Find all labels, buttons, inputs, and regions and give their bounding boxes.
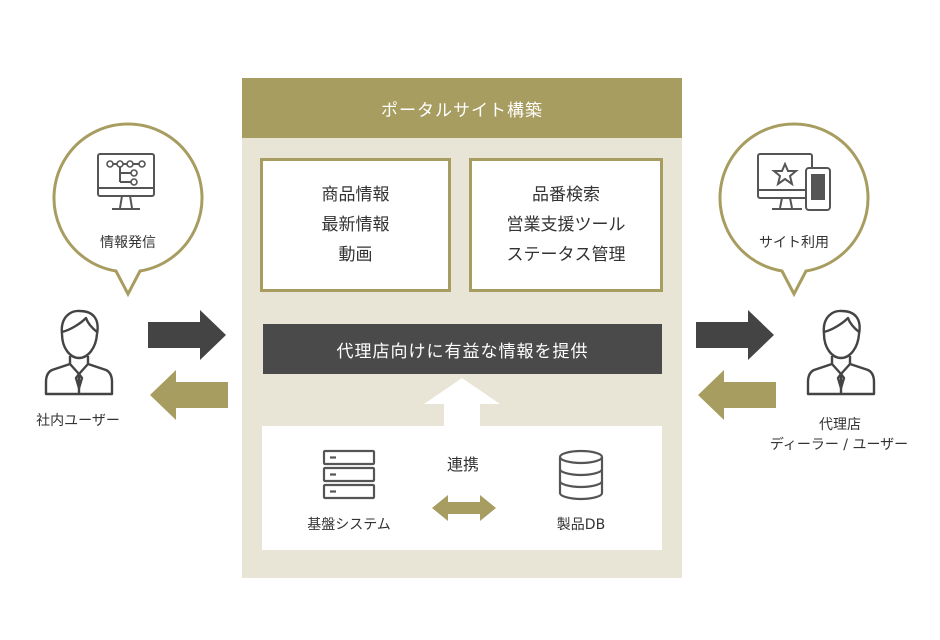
portal-title: ポータルサイト構築 bbox=[242, 78, 682, 138]
feature-item: 動画 bbox=[338, 245, 373, 265]
internal-user-label: 社内ユーザー bbox=[36, 413, 120, 429]
bubble-label-left: 情報発信 bbox=[100, 235, 156, 251]
left-arrow-icon bbox=[150, 370, 228, 420]
feature-item: 品番検索 bbox=[532, 185, 600, 205]
person-icon bbox=[806, 309, 876, 396]
dealer-user-label: ディーラー / ユーザー bbox=[769, 437, 909, 453]
feature-item: ステータス管理 bbox=[506, 245, 626, 265]
feature-item: 最新情報 bbox=[321, 215, 390, 235]
provide-info-bar: 代理店向けに有益な情報を提供 bbox=[263, 324, 662, 374]
right-arrow-icon bbox=[696, 310, 774, 360]
left-arrow-icon bbox=[698, 370, 776, 420]
server-icon bbox=[322, 449, 376, 500]
base-system-label: 基盤システム bbox=[307, 517, 391, 533]
feature-item: 商品情報 bbox=[321, 185, 390, 205]
monitor-phone-star-icon bbox=[757, 153, 831, 211]
up-arrow-icon bbox=[424, 378, 500, 428]
feature-box-content: 商品情報 最新情報 動画 bbox=[260, 158, 451, 292]
system-panel bbox=[262, 426, 662, 550]
product-db-label: 製品DB bbox=[556, 517, 606, 533]
feature-item: 営業支援ツール bbox=[506, 215, 626, 235]
monitor-tree-icon bbox=[97, 153, 155, 210]
right-arrow-icon bbox=[148, 310, 226, 360]
agent-label: 代理店 bbox=[819, 417, 861, 433]
person-icon bbox=[44, 309, 114, 396]
link-label: 連携 bbox=[446, 455, 479, 474]
database-icon bbox=[558, 449, 604, 501]
double-arrow-icon bbox=[432, 495, 496, 521]
bubble-label-right: サイト利用 bbox=[759, 235, 829, 251]
feature-box-tools: 品番検索 営業支援ツール ステータス管理 bbox=[469, 158, 663, 292]
